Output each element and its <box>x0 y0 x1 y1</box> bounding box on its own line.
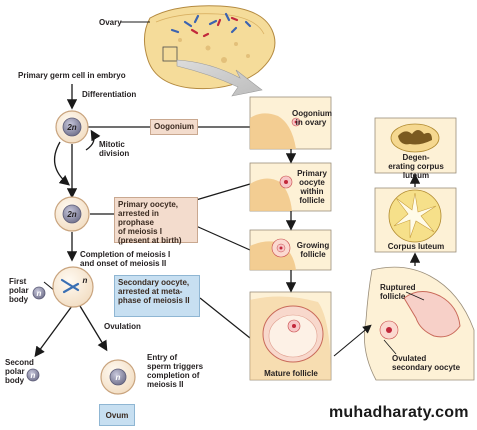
first-polar-ploidy: n <box>36 289 42 298</box>
first-polar-body <box>32 286 46 300</box>
oogonium-in-ovary-label: Oogonium in ovary <box>292 109 332 127</box>
second-polar-body-label: Second polar body <box>5 358 34 385</box>
primary-within-follicle-label: Primary oocyte within follicle <box>297 169 327 205</box>
second-polar-body <box>26 368 40 382</box>
primary-oocyte-cell <box>54 196 90 232</box>
panel-oogonium-in-ovary <box>249 96 332 150</box>
growing-follicle-label: Growing follicle <box>296 241 330 259</box>
differentiation-label: Differentiation <box>82 90 137 99</box>
panel-corpus-luteum <box>374 187 457 253</box>
ovary-label: Ovary <box>99 18 122 27</box>
mitotic-division-label: Mitotic division <box>99 140 130 158</box>
ruptured-follicle-label: Ruptured follicle <box>380 283 416 301</box>
oogonium-cell <box>55 110 89 144</box>
primary-germ-cell-label: Primary germ cell in embryo <box>18 71 126 80</box>
ovum-cell <box>100 359 136 395</box>
corpus-luteum-label: Corpus luteum <box>387 242 445 251</box>
panel-degenerating-corpus-luteum <box>374 117 457 174</box>
primary-oocyte-box: Primary oocyte, arrested in prophase of … <box>114 197 198 245</box>
ovulated-secondary-oocyte-label: Ovulated secondary oocyte <box>392 354 461 372</box>
watermark: muhadharaty.com <box>329 404 469 421</box>
sperm-entry-label: Entry of sperm triggers completion of me… <box>147 353 204 389</box>
zoom-arrow <box>176 59 263 97</box>
secondary-oocyte-cell <box>52 266 94 308</box>
mature-follicle-label: Mature follicle <box>264 369 318 378</box>
first-polar-body-label: First polar body <box>9 277 29 304</box>
ovum-ploidy: n <box>115 373 121 382</box>
degenerating-corpus-luteum-label: Degen- erating corpus luteum <box>388 153 444 180</box>
secondary-oocyte-ploidy: n <box>82 276 88 285</box>
oogonium-ploidy: 2n <box>67 123 77 132</box>
panel-mature-follicle <box>249 291 332 381</box>
secondary-oocyte-box: Secondary oocyte, arrested at meta- phas… <box>114 275 200 317</box>
primary-oocyte-ploidy: 2n <box>67 210 77 219</box>
panel-growing-follicle <box>249 229 332 271</box>
panel-ruptured-follicle <box>363 266 475 381</box>
panel-primary-oocyte <box>249 162 332 212</box>
second-polar-ploidy: n <box>30 371 36 380</box>
ovulation-label: Ovulation <box>104 322 141 331</box>
ovum-box: Ovum <box>99 404 135 426</box>
completion-meiosis-label: Completion of meiosis I and onset of mei… <box>80 250 171 268</box>
oogonium-box: Oogonium <box>150 119 198 135</box>
ovary-illustration <box>144 5 276 90</box>
